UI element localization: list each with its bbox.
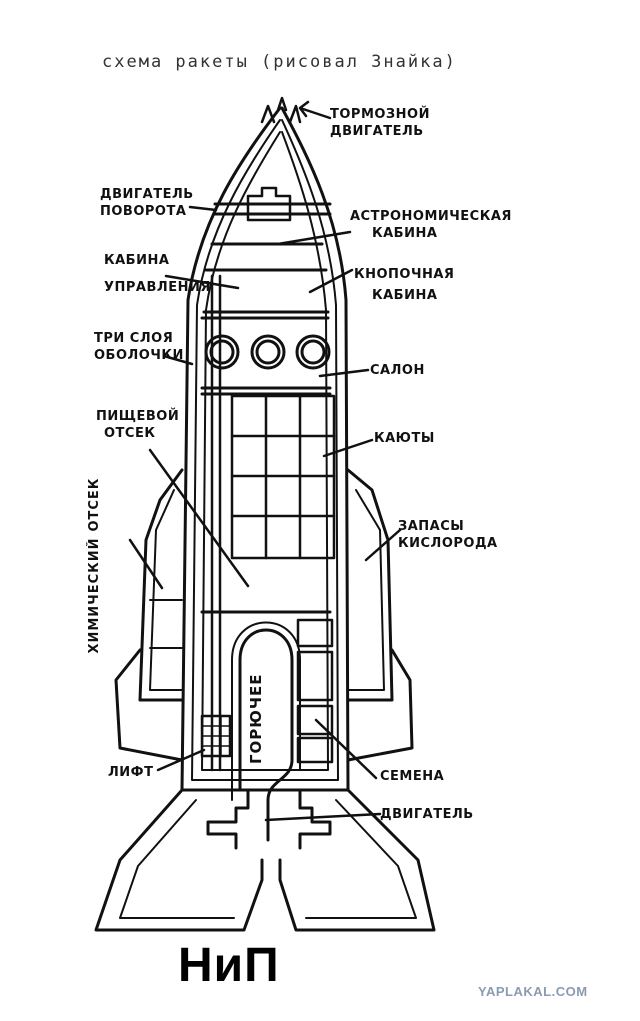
brake-engine (260, 96, 302, 124)
label-turn-engine: двигатель поворота (100, 187, 194, 219)
fin-left (138, 468, 184, 702)
label-astro-cabin: астрономическая кабина (350, 209, 512, 241)
hull-inner (201, 131, 329, 771)
label-brake-engine: тормозной двигатель (330, 107, 430, 139)
label-control-cabin: кабина управления (104, 253, 211, 295)
hull-mid (191, 119, 339, 781)
label-salon: салон (370, 363, 425, 378)
label-lift: лифт (108, 765, 154, 780)
label-engine: двигатель (380, 807, 474, 822)
label-button-cabin: кнопочная кабина (354, 267, 455, 303)
main-engine (206, 788, 332, 850)
diagram-title: схема ракеты (рисовал Знайка) (102, 52, 457, 72)
landing-legs (94, 788, 436, 932)
label-seeds: семена (380, 769, 445, 784)
caption: НиП (178, 939, 280, 992)
turn-engine (213, 202, 332, 216)
fuel-tank (238, 628, 294, 842)
label-fuel: горючее (247, 673, 265, 764)
watermark: YAPLAKAL.COM (478, 984, 588, 999)
fin-right (346, 468, 394, 702)
label-chem-compartment: химический отсек (87, 478, 102, 654)
label-cabins: каюты (374, 431, 435, 446)
label-oxygen: запасы кислорода (398, 519, 498, 551)
label-food: пищевой отсек (96, 409, 180, 441)
label-hull: три слоя оболочки (94, 331, 184, 363)
